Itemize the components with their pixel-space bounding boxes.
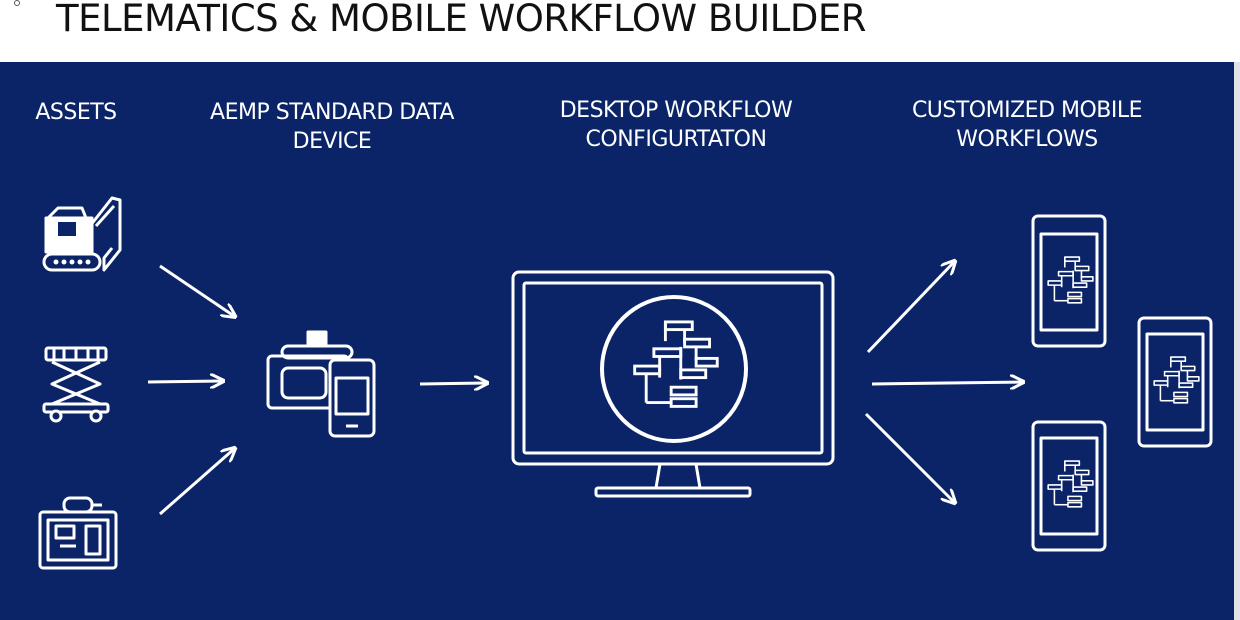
column-label-line: DESKTOP WORKFLOW [559,98,793,123]
column-label-line: CUSTOMIZED MOBILE [911,98,1143,123]
column-label-line: DEVICE [292,129,372,154]
column-label-assets: ASSETS [18,98,134,127]
arrows-assets-to-device [147,264,234,516]
column-label-mobile-workflows: CUSTOMIZED MOBILE WORKFLOWS [872,96,1182,154]
generator-icon [38,496,118,570]
arrows-desktop-to-mobile [864,262,1022,502]
desktop-monitor-icon [511,270,835,498]
title-bar: TELEMATICS & MOBILE WORKFLOW BUILDER [0,0,1240,62]
diagram-panel [0,62,1234,620]
scissor-lift-icon [42,346,110,423]
mobile-phone-icon [1031,420,1107,552]
arrow-device-to-desktop [419,383,486,384]
panel-edge [1234,62,1240,620]
column-label-line: WORKFLOWS [956,127,1098,152]
column-label-line: CONFIGURTATON [585,127,767,152]
column-label-line: ASSETS [35,100,117,125]
telematics-device-icon [266,330,376,438]
mobile-phone-icon [1137,316,1213,448]
workflow-diagram-icon [600,295,748,443]
page-title: TELEMATICS & MOBILE WORKFLOW BUILDER [56,0,866,40]
column-label-aemp-device: AEMP STANDARD DATA DEVICE [182,98,482,156]
column-label-line: AEMP STANDARD DATA [210,100,454,125]
corner-dot [14,0,20,6]
mobile-phone-icon [1031,214,1107,348]
column-label-desktop-workflow: DESKTOP WORKFLOW CONFIGURTATON [528,96,824,154]
excavator-icon [42,196,122,272]
